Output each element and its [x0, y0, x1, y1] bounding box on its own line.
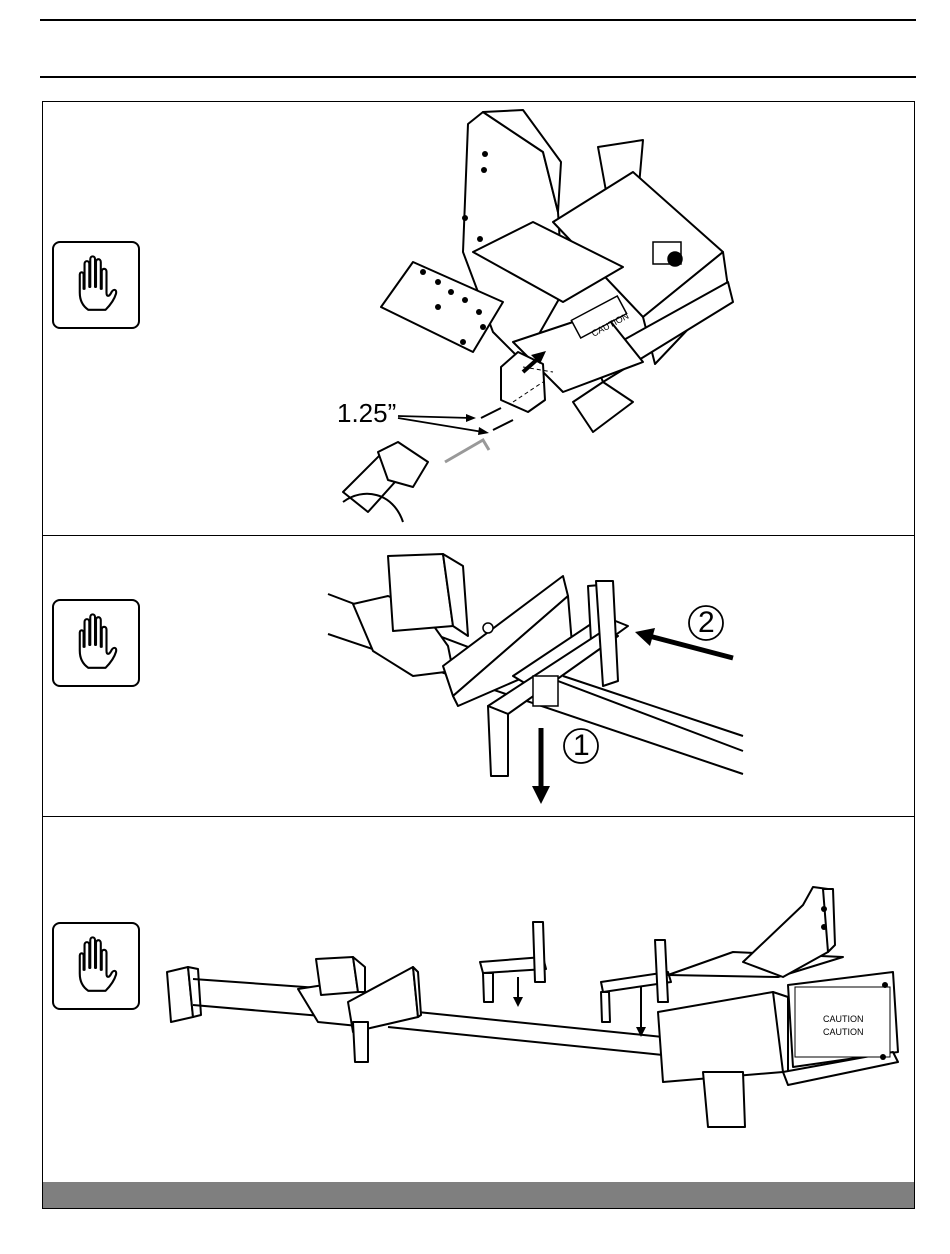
caution-label-b: CAUTION	[823, 1027, 864, 1037]
bolt-length-callout: 1.25”	[337, 398, 396, 429]
step-number-2: 2	[698, 606, 715, 640]
caution-label-a: CAUTION	[823, 1014, 864, 1024]
footer-bar	[43, 1182, 914, 1208]
guide-rail-illustration	[43, 536, 916, 819]
header-bottom-rule	[40, 76, 916, 78]
step-panel-3: CAUTION CAUTION	[42, 816, 915, 1209]
full-assembly-illustration: CAUTION CAUTION	[43, 817, 916, 1182]
mounting-bracket-illustration: CAUTION	[43, 102, 916, 538]
step-panel-2: 2 1	[42, 535, 915, 818]
step-panel-1: CAUTION	[42, 101, 915, 537]
step-number-1: 1	[573, 729, 590, 763]
header-top-rule	[40, 19, 916, 21]
